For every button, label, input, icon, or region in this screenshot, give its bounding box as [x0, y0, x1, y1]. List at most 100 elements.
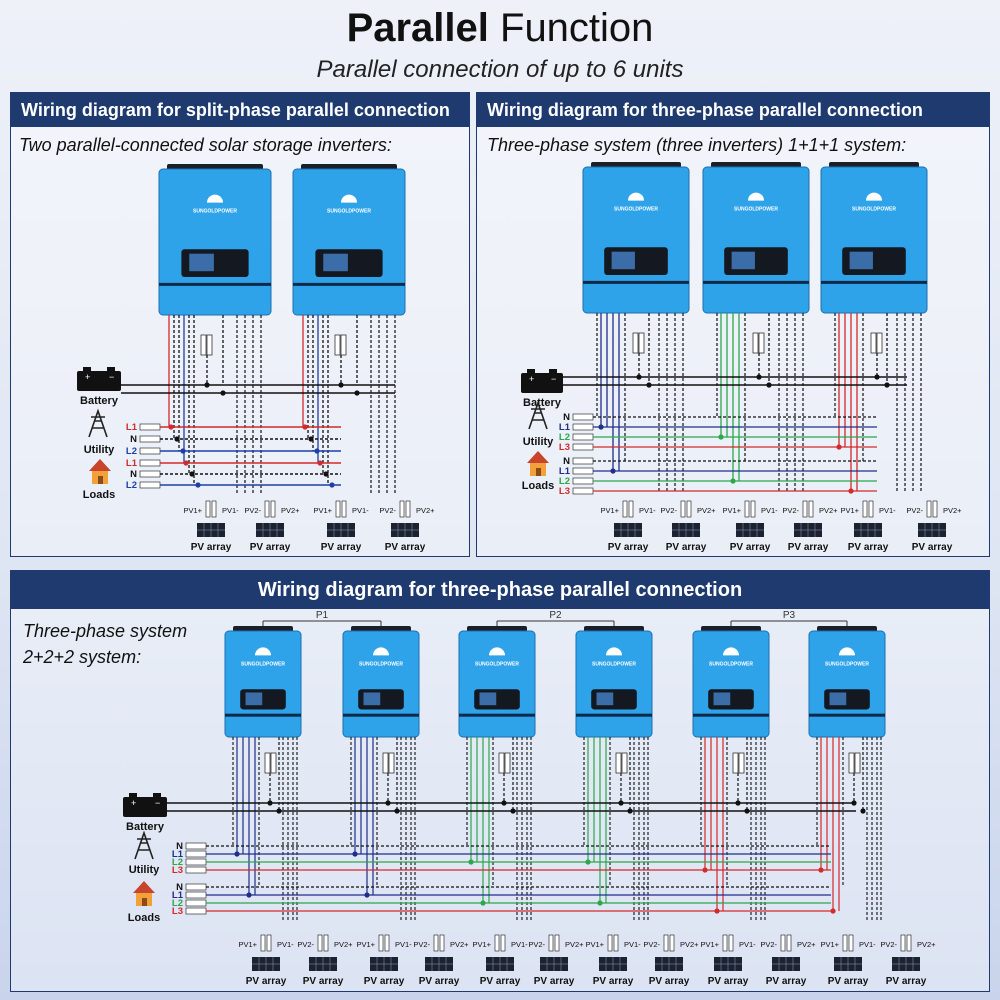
battery-plus-sign: +	[85, 372, 90, 382]
brand-logo-icon	[866, 192, 882, 201]
pv-breaker-icon	[722, 934, 728, 952]
brand-text: SUNGOLDPOWER	[614, 207, 658, 213]
terminal-block-icon	[185, 842, 207, 850]
brand-logo-icon	[839, 647, 855, 656]
pv-breaker-icon	[669, 934, 675, 952]
pv-array-label: PV array	[534, 976, 575, 987]
ac-line-label: L2	[172, 898, 183, 909]
ac-line-label: L1	[172, 849, 184, 860]
terminal-block-icon	[572, 433, 594, 441]
pv-breaker-icon	[802, 500, 808, 518]
pv-breaker-icon	[750, 500, 756, 518]
breaker-icon	[382, 752, 389, 774]
terminal-block-icon	[572, 413, 594, 421]
junction-dot	[308, 436, 314, 442]
pv-terminal-label: PV2+	[797, 940, 816, 949]
inverter-body	[224, 630, 302, 738]
pv-breaker-icon	[607, 934, 613, 952]
inverter-lcd	[731, 251, 755, 270]
pv-breaker-icon	[335, 500, 341, 518]
ac-line-label: L2	[126, 480, 137, 491]
pv-breaker-icon	[554, 934, 560, 952]
loads-label: Loads	[128, 912, 160, 924]
panel-three-phase-222: Wiring diagram for three-phase parallel …	[10, 570, 990, 992]
inverter-lcd	[245, 692, 263, 706]
breaker-icon	[638, 332, 645, 354]
group-label: P2	[549, 610, 562, 621]
terminal-block-icon	[185, 883, 207, 891]
battery-terminal-neg	[107, 367, 115, 371]
breaker-icon	[615, 752, 622, 774]
battery-minus-sign: −	[155, 798, 160, 808]
terminal-block-icon	[572, 477, 594, 485]
pv-breaker-icon	[926, 500, 932, 518]
pv-breaker-icon	[439, 934, 445, 952]
inverter-lcd	[479, 692, 497, 706]
junction-dot	[830, 908, 836, 914]
breaker-icon	[388, 752, 395, 774]
breaker-icon	[752, 332, 759, 354]
brand-text: SUNGOLDPOWER	[193, 209, 237, 215]
inverter-band	[459, 713, 535, 717]
inverter-body	[158, 168, 272, 316]
breaker-icon	[738, 752, 745, 774]
inverter-body	[692, 630, 770, 738]
junction-dot	[180, 448, 186, 454]
pv-array-label: PV array	[848, 542, 889, 553]
battery-plus-sign: +	[131, 798, 136, 808]
pv-breaker-icon	[264, 500, 270, 518]
inverter-body	[342, 630, 420, 738]
pv-terminal-label: PV1+	[356, 940, 375, 949]
pv-terminal-label: PV1+	[313, 506, 332, 515]
breaker-icon	[876, 332, 883, 354]
inverter: SUNGOLDPOWER	[158, 164, 272, 316]
ac-line-label: N	[563, 412, 570, 423]
junction-dot	[860, 808, 866, 814]
breaker-icon	[200, 334, 207, 356]
ac-line-label: L3	[559, 486, 570, 497]
pv-terminal-label: PV1+	[600, 506, 619, 515]
brand-logo-icon	[748, 192, 764, 201]
inverter-lcd	[323, 253, 348, 272]
brand-text: SUNGOLDPOWER	[359, 661, 403, 667]
terminal-block-icon	[139, 447, 161, 455]
pv-terminal-label: PV1-	[222, 506, 239, 515]
breaker-icon	[732, 752, 739, 774]
pv-array-label: PV array	[649, 976, 690, 987]
junction-dot	[718, 434, 724, 440]
pv-breaker-icon	[613, 934, 619, 952]
pv-terminal-label: PV2+	[697, 506, 716, 515]
ac-line-label: N	[176, 841, 183, 852]
pv-terminal-label: PV2-	[297, 940, 314, 949]
pv-breaker-icon	[405, 500, 411, 518]
inverter-lcd	[363, 692, 381, 706]
pv-array-label: PV array	[788, 542, 829, 553]
pv-breaker-icon	[205, 500, 211, 518]
pv-terminal-label: PV1-	[739, 940, 756, 949]
breaker-icon	[270, 752, 277, 774]
terminal-block-icon	[185, 850, 207, 858]
pv-terminal-label: PV2+	[334, 940, 353, 949]
pv-breaker-icon	[270, 500, 276, 518]
pv-array-label: PV array	[250, 542, 291, 553]
pv-breaker-icon	[378, 934, 384, 952]
inverter-body	[575, 630, 653, 738]
junction-dot	[610, 468, 616, 474]
pv-breaker-icon	[341, 500, 347, 518]
terminal-block-icon	[572, 487, 594, 495]
pv-terminal-label: PV2-	[528, 940, 545, 949]
panel-222-title: Wiring diagram for three-phase parallel …	[11, 571, 989, 609]
pv-array-label: PV array	[730, 542, 771, 553]
pv-breaker-icon	[433, 934, 439, 952]
terminal-block-icon	[185, 866, 207, 874]
panel-111-title: Wiring diagram for three-phase parallel …	[477, 93, 989, 127]
pv-breaker-icon	[680, 500, 686, 518]
inverter-body	[458, 630, 536, 738]
pv-breaker-icon	[744, 500, 750, 518]
inverter: SUNGOLDPOWER	[808, 626, 886, 738]
inverter-band	[225, 713, 301, 717]
pv-array-label: PV array	[191, 542, 232, 553]
ac-line-label: L2	[559, 476, 570, 487]
pv-terminal-label: PV2-	[244, 506, 261, 515]
